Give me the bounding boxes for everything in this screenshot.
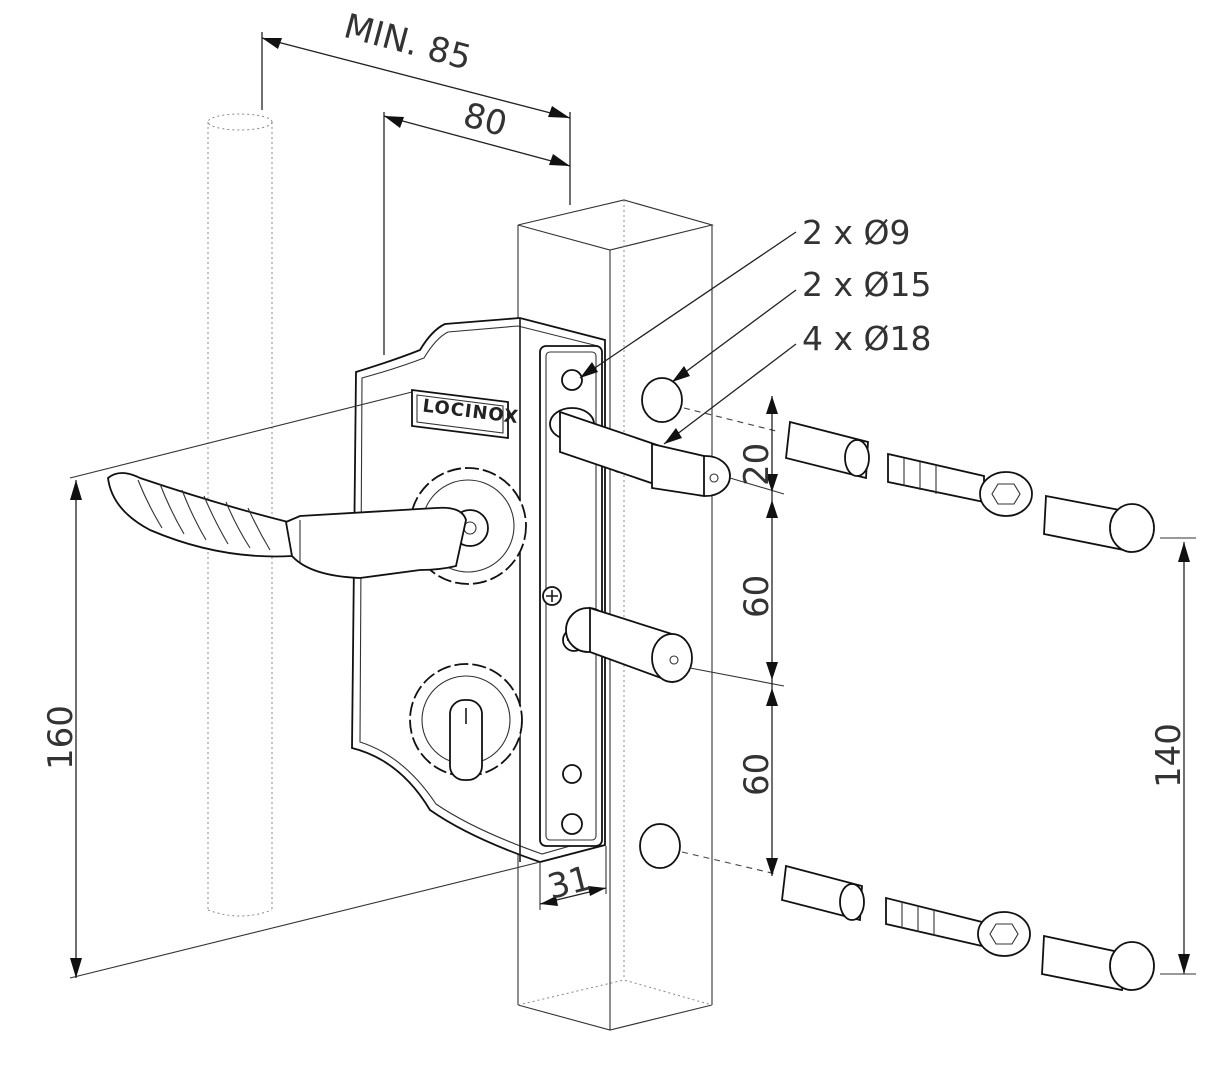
callout-2x-d9: 2 x Ø9 [802,213,910,252]
dim-label-20: 20 [737,443,777,486]
cylinder-rosette [409,663,523,781]
dimension-bolt-spacing: 20 60 60 [689,396,785,876]
dim-label-160: 160 [41,705,81,770]
dimension-80: 80 [383,95,571,355]
dim-label-60-lower: 60 [737,753,777,796]
post-holes [639,377,683,869]
dim-label-31: 31 [544,858,596,907]
dim-label-min-85: MIN. 85 [340,6,476,78]
dimension-140: 140 [1149,537,1196,975]
dim-label-140: 140 [1149,723,1189,788]
upper-bolt [549,407,731,498]
lever-handle [107,472,467,579]
lower-bolt [565,606,693,684]
round-post [207,113,273,917]
dim-label-60-upper: 60 [737,575,777,618]
dim-label-80: 80 [459,95,511,145]
dimension-160: 160 [41,391,541,979]
lower-fixing-kit [681,851,1155,992]
dimension-min-85: MIN. 85 [261,6,571,205]
callout-4x-d18: 4 x Ø18 [802,319,931,358]
callout-2x-d15: 2 x Ø15 [802,265,931,304]
callout-leaders [579,231,797,445]
logo-plate: LOCINOX [411,388,520,440]
upper-fixing-kit [683,407,1155,553]
